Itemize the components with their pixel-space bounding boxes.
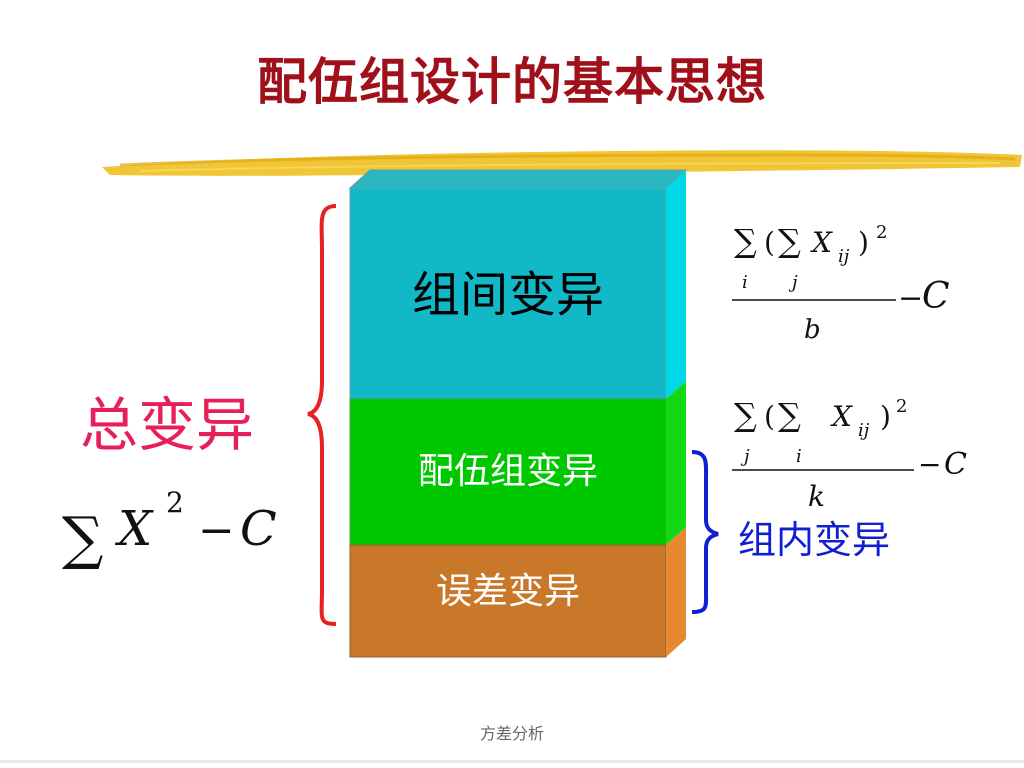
within-group-variation-label: 组内变异 [738, 518, 891, 562]
exponent: 2 [876, 222, 887, 243]
segment-between [349, 187, 667, 400]
sum-symbol-outer: ∑ [734, 396, 757, 434]
index-inner: i [796, 446, 802, 467]
total-variation-label: 总变异 [80, 391, 255, 459]
block-side-match [666, 381, 686, 545]
exponent: 2 [166, 486, 184, 519]
matched-group-formula: ∑ ( ∑ X ij ) 2 j i k − C [732, 396, 967, 513]
segment-match [349, 398, 667, 546]
sum-symbol-inner: ∑ [778, 222, 801, 260]
total-variation-formula: ∑ X 2 − C [62, 486, 277, 572]
between-group-variation-label: 组间变异 [411, 267, 604, 323]
var-x: X [830, 400, 853, 433]
index-outer: i [742, 272, 748, 293]
const-c: C [944, 447, 967, 482]
denominator: k [808, 480, 825, 513]
block-top-face [348, 169, 688, 189]
yellow-brush-stroke-divider [102, 150, 1022, 176]
exponent: 2 [896, 396, 907, 417]
matched-group-variation-label: 配伍组变异 [417, 451, 598, 492]
subscript-ij: ij [858, 420, 870, 441]
page-title: 配伍组设计的基本思想 [257, 52, 767, 111]
block-side-between [666, 170, 686, 399]
segment-error [349, 544, 667, 658]
denominator: b [804, 315, 821, 345]
const-c: C [240, 501, 277, 557]
const-c: C [922, 276, 950, 317]
footer-caption: 方差分析 [479, 724, 544, 743]
minus-sign: − [198, 505, 235, 556]
sum-symbol: ∑ [62, 504, 103, 572]
variance-partition-block [348, 169, 688, 658]
footer-divider [0, 760, 1024, 763]
between-group-formula: ∑ ( ∑ X ij ) 2 i j b − C [732, 222, 950, 345]
index-outer: j [740, 446, 750, 467]
paren-close: ) [880, 400, 891, 433]
minus-sign: − [898, 281, 923, 316]
total-variation-brace [307, 204, 337, 626]
var-x: X [114, 501, 154, 557]
sum-symbol-inner: ∑ [778, 396, 801, 434]
var-x: X [810, 226, 833, 259]
paren-open: ( [764, 226, 775, 259]
index-inner: j [788, 272, 798, 293]
error-variation-label: 误差变异 [435, 571, 580, 612]
block-side-error [666, 527, 686, 657]
subscript-ij: ij [838, 246, 850, 267]
sum-symbol-outer: ∑ [734, 222, 757, 260]
within-group-brace [691, 450, 719, 614]
paren-close: ) [858, 226, 869, 259]
minus-sign: − [918, 448, 941, 481]
paren-open: ( [764, 400, 775, 433]
